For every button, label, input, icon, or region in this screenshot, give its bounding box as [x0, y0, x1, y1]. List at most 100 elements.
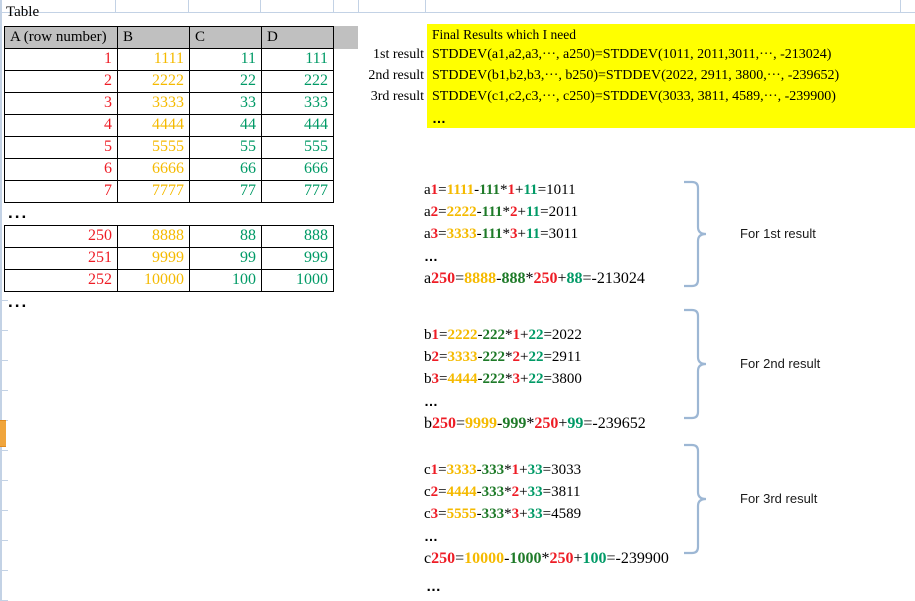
gridline-vertical	[188, 0, 189, 12]
gridline-horizontal	[0, 540, 8, 541]
cell-column-c[interactable]: 100	[189, 269, 262, 292]
gridline-vertical	[333, 0, 334, 12]
cell-column-b[interactable]: 9999	[117, 247, 190, 270]
cell-column-d[interactable]: 222	[261, 70, 334, 93]
cell-column-a[interactable]: 251	[4, 247, 118, 270]
cell-column-d[interactable]: 333	[261, 92, 334, 115]
final-results-line-3: STDDEV(c1,c2,c3,···, c250)=STDDEV(3033, …	[432, 89, 836, 104]
cell-column-c[interactable]: 55	[189, 136, 262, 159]
gridline-vertical	[900, 0, 901, 12]
final-results-highlight	[427, 24, 915, 128]
cell-column-b[interactable]: 6666	[117, 158, 190, 181]
cell-column-a[interactable]: 250	[4, 225, 118, 248]
gridline-vertical	[425, 0, 426, 12]
group-caption: For 1st result	[740, 226, 816, 241]
cell-column-c[interactable]: 11	[189, 48, 262, 71]
cell-column-a[interactable]: 4	[4, 114, 118, 137]
cell-column-a[interactable]: 7	[4, 180, 118, 203]
gridline-horizontal	[0, 330, 8, 331]
cell-column-d[interactable]: 888	[261, 225, 334, 248]
gridline-horizontal	[0, 360, 8, 361]
gridline-horizontal	[0, 12, 915, 13]
cell-column-d[interactable]: 555	[261, 136, 334, 159]
cell-column-a[interactable]: 252	[4, 269, 118, 292]
formula-group-ellipsis: …	[424, 248, 439, 264]
gridline-horizontal	[0, 390, 8, 391]
column-header-b[interactable]: B	[117, 26, 190, 49]
final-results-line-1: STDDEV(a1,a2,a3,···, a250)=STDDEV(1011, …	[432, 47, 832, 62]
cell-column-a[interactable]: 1	[4, 48, 118, 71]
grouping-brace-icon	[682, 308, 710, 420]
cell-column-d[interactable]: 777	[261, 180, 334, 203]
cell-column-b[interactable]: 3333	[117, 92, 190, 115]
formula-line: a250=8888-888*250+88=-213024	[424, 270, 645, 287]
cell-column-b[interactable]: 8888	[117, 225, 190, 248]
cell-column-d[interactable]: 666	[261, 158, 334, 181]
cell-column-a[interactable]: 6	[4, 158, 118, 181]
final-results-ellipsis: …	[432, 110, 447, 126]
cell-column-d[interactable]: 111	[261, 48, 334, 71]
cell-column-b[interactable]: 1111	[117, 48, 190, 71]
column-header-a[interactable]: A (row number)	[4, 26, 118, 49]
cell-column-c[interactable]: 44	[189, 114, 262, 137]
cell-column-d[interactable]: 1000	[261, 269, 334, 292]
final-results-line-2: STDDEV(b1,b2,b3,···, b250)=STDDEV(2022, …	[432, 68, 840, 83]
cell-column-b[interactable]: 10000	[117, 269, 190, 292]
formula-line: b1=2222-222*1+22=2022	[424, 327, 582, 343]
cell-column-d[interactable]: 444	[261, 114, 334, 137]
header-filler-cell	[333, 26, 358, 49]
result-label-2: 2nd result	[368, 68, 424, 83]
gridline-horizontal	[0, 300, 8, 301]
row-selection-marker[interactable]	[0, 420, 6, 447]
formula-group-ellipsis: …	[424, 528, 439, 544]
cell-column-a[interactable]: 3	[4, 92, 118, 115]
cell-column-a[interactable]: 5	[4, 136, 118, 159]
formula-line: c250=10000-1000*250+100=-239900	[424, 550, 669, 567]
cell-column-c[interactable]: 77	[189, 180, 262, 203]
cell-column-b[interactable]: 2222	[117, 70, 190, 93]
cell-column-b[interactable]: 5555	[117, 136, 190, 159]
table-header-row: A (row number) B C D	[4, 26, 334, 49]
formula-line: b250=9999-999*250+99=-239652	[424, 415, 646, 432]
final-results-heading: Final Results which I need	[432, 27, 576, 42]
formula-line: b3=4444-222*3+22=3800	[424, 371, 582, 387]
result-label-3: 3rd result	[370, 89, 424, 104]
cell-column-c[interactable]: 99	[189, 247, 262, 270]
cell-column-c[interactable]: 66	[189, 158, 262, 181]
cell-column-c[interactable]: 22	[189, 70, 262, 93]
formula-line: c1=3333-333*1+33=3033	[424, 462, 582, 478]
grouping-brace-icon	[682, 180, 710, 288]
table-gap-ellipsis: ...	[8, 203, 29, 222]
formula-line: a2=2222-111*2+11=2011	[424, 204, 579, 220]
result-label-1: 1st result	[373, 47, 424, 62]
formula-line: a3=3333-111*3+11=3011	[424, 226, 579, 242]
cell-column-c[interactable]: 88	[189, 225, 262, 248]
cell-column-d[interactable]: 999	[261, 247, 334, 270]
gridline-horizontal	[0, 450, 8, 451]
formula-line: c3=5555-333*3+33=4589	[424, 506, 582, 522]
cell-column-b[interactable]: 7777	[117, 180, 190, 203]
column-header-c[interactable]: C	[189, 26, 262, 49]
formula-line: a1=1111-111*1+11=1011	[424, 182, 576, 198]
bottom-ellipsis: …	[426, 578, 443, 595]
cell-column-c[interactable]: 33	[189, 92, 262, 115]
table-end-ellipsis: ...	[8, 292, 29, 311]
page-title: Table	[6, 4, 40, 20]
gridline-horizontal	[0, 510, 8, 511]
cell-column-b[interactable]: 4444	[117, 114, 190, 137]
cell-column-a[interactable]: 2	[4, 70, 118, 93]
column-header-d[interactable]: D	[261, 26, 334, 49]
gridline-vertical	[115, 0, 116, 12]
